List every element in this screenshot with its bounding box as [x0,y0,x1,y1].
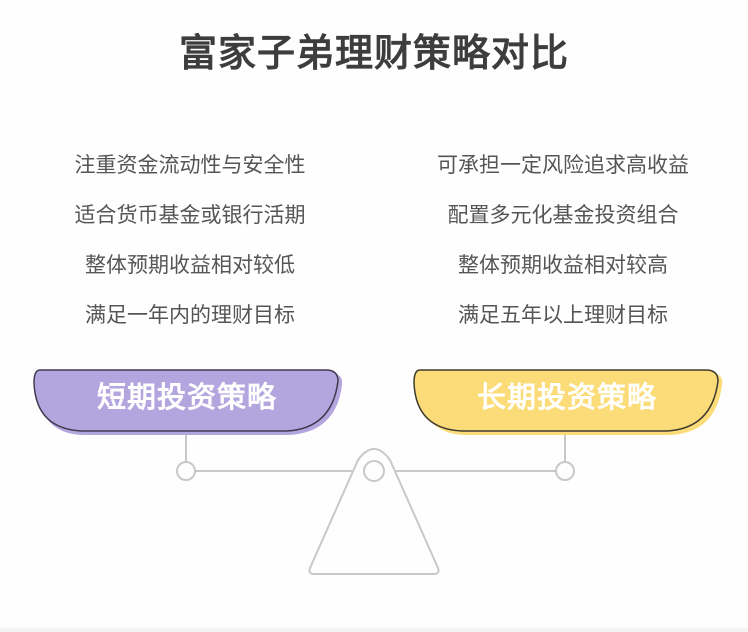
list-item: 整体预期收益相对较高 [458,253,668,277]
long-term-label: 长期投资策略 [476,380,657,414]
short-term-label: 短期投资策略 [96,380,277,414]
list-item: 整体预期收益相对较低 [85,253,295,277]
long-term-list: 可承担一定风险追求高收益 配置多元化基金投资组合 整体预期收益相对较高 满足五年… [393,146,733,346]
list-item: 可承担一定风险追求高收益 [437,153,689,177]
short-term-list: 注重资金流动性与安全性 适合货币基金或银行活期 整体预期收益相对较低 满足一年内… [20,146,360,346]
pan-shape-icon [413,369,723,435]
list-item: 满足五年以上理财目标 [458,303,668,327]
short-term-pan: 短期投资策略 [32,369,342,435]
list-item: 注重资金流动性与安全性 [74,153,306,177]
divider [0,628,748,632]
page-title: 富家子弟理财策略对比 [178,31,569,75]
long-term-pan: 长期投资策略 [412,369,723,435]
list-item: 满足一年内的理财目标 [85,303,295,327]
list-item: 配置多元化基金投资组合 [447,203,679,227]
pan-shape-icon [33,369,342,435]
list-item: 适合货币基金或银行活期 [74,203,306,227]
